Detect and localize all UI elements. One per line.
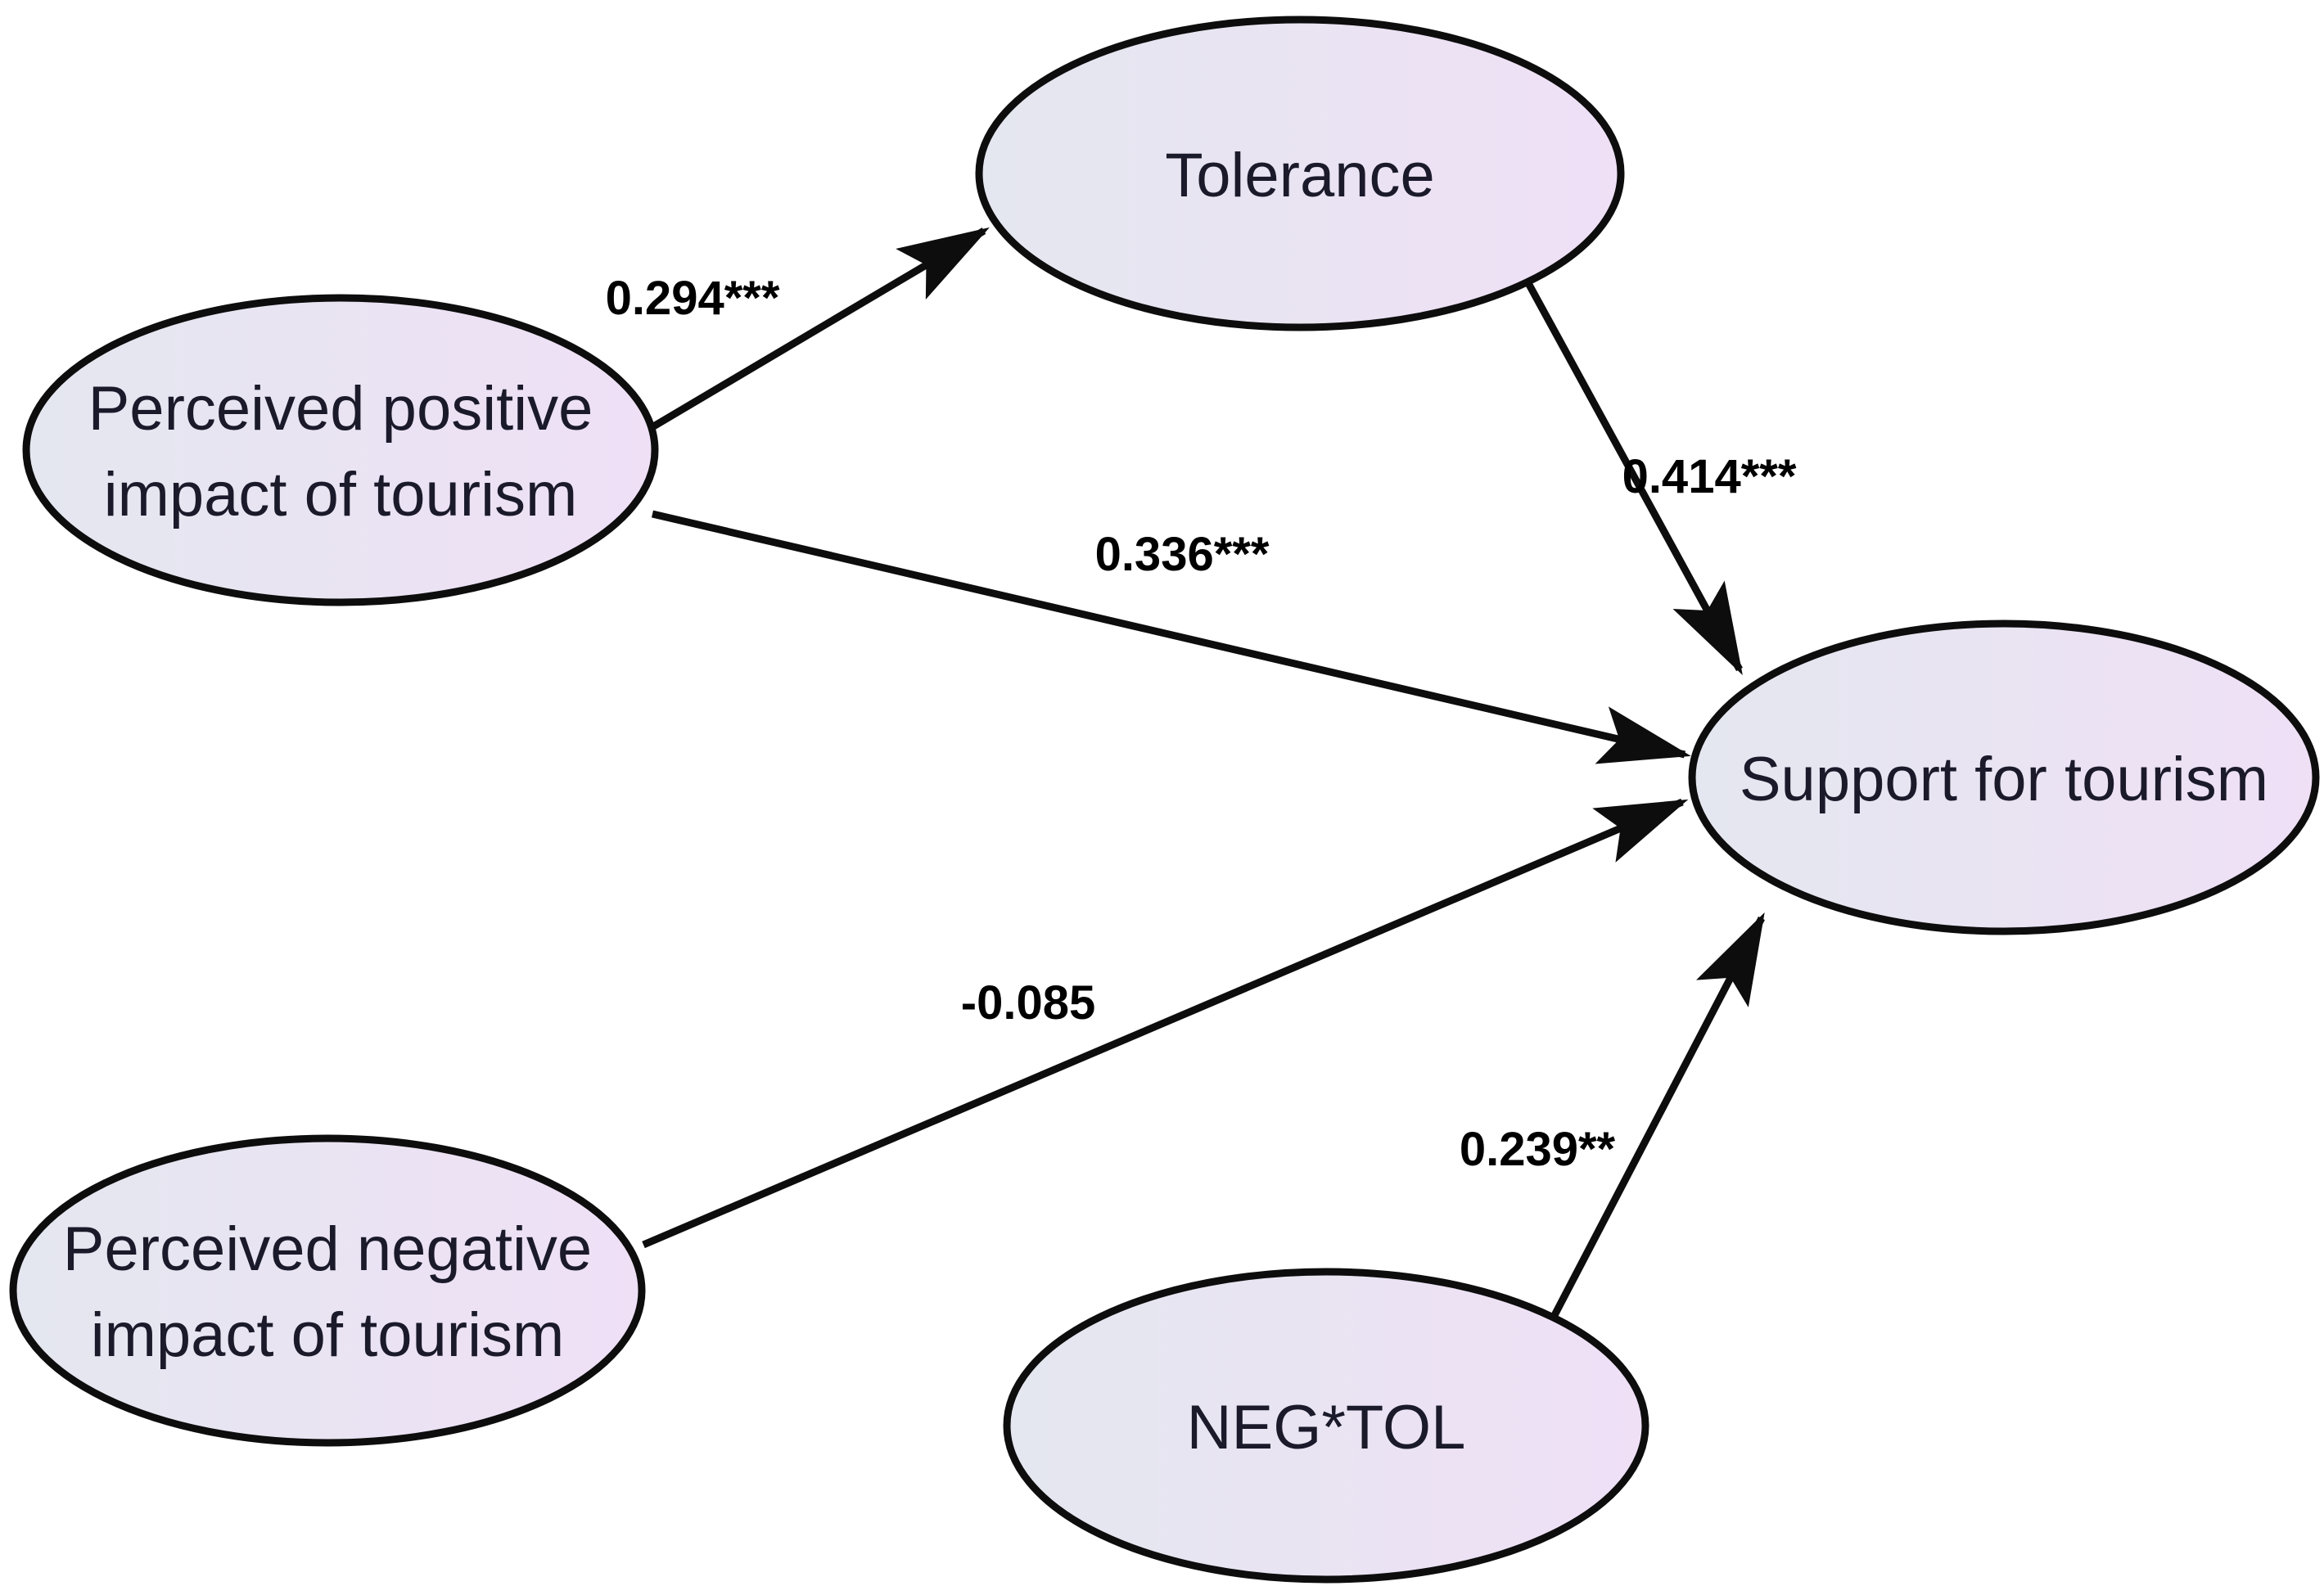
edge-negtol-to-support [1550, 912, 1765, 1321]
edge-positive-to-support [651, 510, 1691, 764]
edge-tolerance-to-support [1525, 281, 1743, 676]
edge-label-negative-to-support: -0.085 [961, 976, 1095, 1030]
node-tolerance [975, 16, 1625, 331]
edge-label-tolerance-to-support: 0.414*** [1622, 450, 1797, 503]
edge-negative-to-support [642, 798, 1689, 1249]
edge-label-negtol-to-support: 0.239** [1460, 1123, 1616, 1176]
edge-labels-layer: 0.294*** 0.336*** 0.414*** -0.085 0.239** [606, 272, 1797, 1176]
node-negtol [1003, 1268, 1649, 1584]
node-negative-impact [9, 1134, 646, 1447]
edge-label-positive-to-support: 0.336*** [1095, 528, 1270, 581]
node-label-negtol: NEG*TOL [1187, 1393, 1466, 1462]
node-positive-impact [22, 294, 659, 606]
node-support [1688, 620, 2320, 935]
node-label-support: Support for tourism [1740, 745, 2268, 814]
edge-positive-to-tolerance [648, 227, 990, 431]
node-label-tolerance: Tolerance [1165, 141, 1435, 210]
edge-label-positive-to-tolerance: 0.294*** [606, 272, 780, 325]
edges-layer [642, 227, 1765, 1321]
